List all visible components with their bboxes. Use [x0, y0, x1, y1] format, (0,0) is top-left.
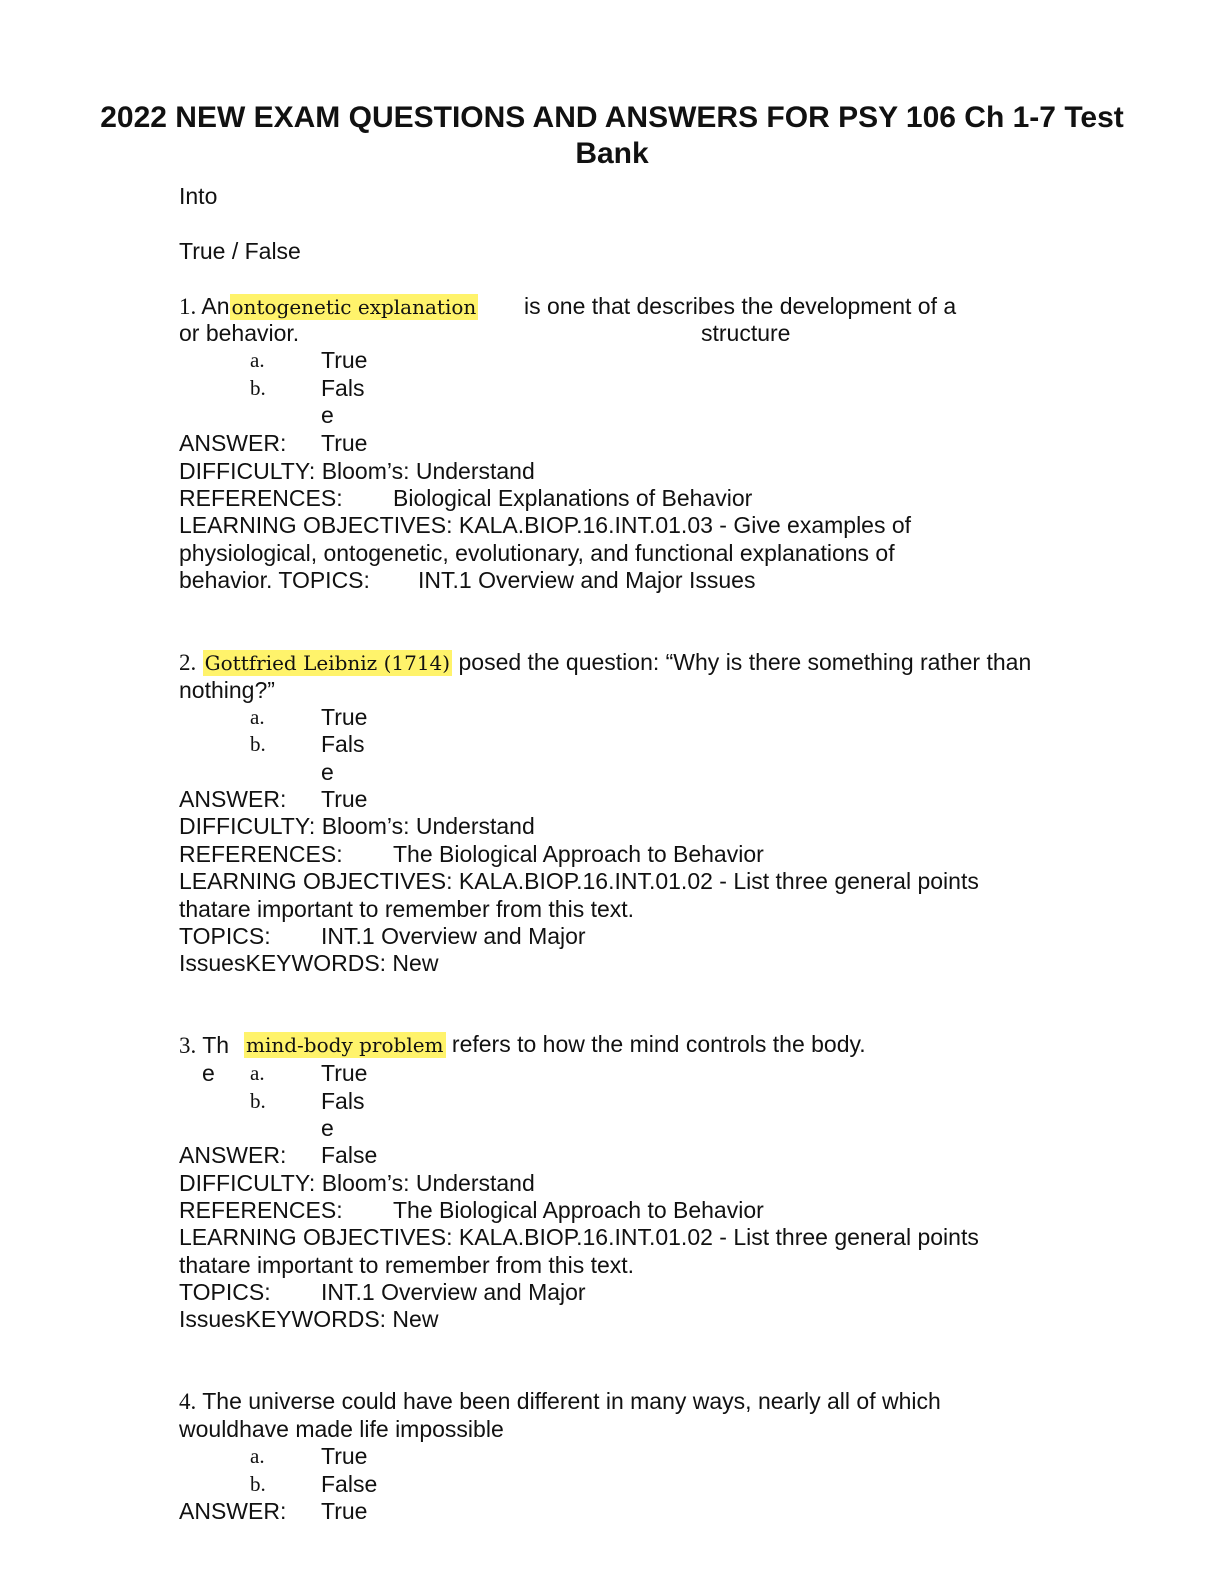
q2-option-a-letter: a.	[250, 705, 265, 729]
q4-answer-label: ANSWER:	[179, 1498, 287, 1524]
q1-option-b-letter: b.	[250, 376, 266, 400]
q3-stem-start: 3. Th	[179, 1032, 230, 1058]
q4-answer: True	[321, 1498, 368, 1524]
q3-pre: Th	[202, 1032, 230, 1058]
intro-text: Into	[179, 183, 218, 209]
q1-answer-label: ANSWER:	[179, 430, 287, 456]
section-heading: True / False	[179, 238, 301, 264]
q2-highlight: Gottfried Leibniz (1714)	[202, 650, 453, 676]
q3-stem-rest: mind-body problem refers to how the mind…	[244, 1031, 866, 1058]
q2-topics: INT.1 Overview and Major	[321, 923, 586, 949]
q1-highlight: ontogenetic explanation	[229, 294, 479, 320]
q4-number: 4.	[179, 1389, 197, 1414]
q2-difficulty: DIFFICULTY: Bloom’s: Understand	[179, 813, 535, 839]
q2-objectives-2: thatare important to remember from this …	[179, 896, 635, 922]
q1-option-b[interactable]: Fals	[321, 375, 365, 401]
q2-keywords: IssuesKEYWORDS: New	[179, 950, 439, 976]
q4-option-a-letter: a.	[250, 1444, 265, 1468]
q1-references: Biological Explanations of Behavior	[393, 485, 753, 511]
q1-difficulty: DIFFICULTY: Bloom’s: Understand	[179, 458, 535, 484]
q1-objectives-3: behavior. TOPICS:	[179, 567, 370, 593]
q3-pre-wrap: e	[202, 1060, 215, 1086]
q3-answer: False	[321, 1142, 378, 1168]
q4-option-b[interactable]: False	[321, 1471, 378, 1497]
q3-option-b-wrap: e	[321, 1115, 334, 1141]
q1-floating-word: structure	[701, 320, 791, 346]
q2-option-a[interactable]: True	[321, 704, 368, 730]
q2-answer: True	[321, 786, 368, 812]
q3-topics-label: TOPICS:	[179, 1279, 271, 1305]
q1-option-a-letter: a.	[250, 348, 265, 372]
q2-answer-label: ANSWER:	[179, 786, 287, 812]
q3-post: refers to how the mind controls the body…	[451, 1031, 866, 1057]
q2-references: The Biological Approach to Behavior	[393, 841, 764, 867]
q1-cont: or behavior.	[179, 320, 300, 346]
q3-keywords: IssuesKEYWORDS: New	[179, 1306, 439, 1332]
q3-option-a-letter: a.	[250, 1061, 265, 1085]
q3-objectives-2: thatare important to remember from this …	[179, 1252, 635, 1278]
q3-highlight: mind-body problem	[244, 1032, 446, 1058]
q2-stem: 2. Gottfried Leibniz (1714) posed the qu…	[179, 649, 1032, 676]
q4-option-a[interactable]: True	[321, 1443, 368, 1469]
q2-option-b-wrap: e	[321, 759, 334, 785]
q1-topics: INT.1 Overview and Major Issues	[418, 567, 756, 593]
q3-number: 3.	[179, 1033, 197, 1058]
q4-cont: wouldhave made life impossible	[179, 1416, 504, 1442]
q4-stem: 4. The universe could have been differen…	[179, 1388, 941, 1414]
q3-objectives-1: LEARNING OBJECTIVES: KALA.BIOP.16.INT.01…	[179, 1224, 979, 1250]
page-title: 2022 NEW EXAM QUESTIONS AND ANSWERS FOR …	[0, 100, 1224, 172]
q1-option-a[interactable]: True	[321, 347, 368, 373]
q1-pre: An	[201, 293, 230, 319]
q2-objectives-1: LEARNING OBJECTIVES: KALA.BIOP.16.INT.01…	[179, 868, 979, 894]
q1-option-b-wrap: e	[321, 402, 334, 428]
q1-answer: True	[321, 430, 368, 456]
q3-topics: INT.1 Overview and Major	[321, 1279, 586, 1305]
q1-number: 1.	[179, 294, 197, 319]
q1-references-label: REFERENCES:	[179, 485, 343, 511]
title-line-2: Bank	[575, 137, 649, 170]
q3-references: The Biological Approach to Behavior	[393, 1197, 764, 1223]
q1-objectives-1: LEARNING OBJECTIVES: KALA.BIOP.16.INT.01…	[179, 512, 912, 538]
q4-option-b-letter: b.	[250, 1472, 266, 1496]
q2-references-label: REFERENCES:	[179, 841, 343, 867]
q2-post: posed the question: “Why is there someth…	[458, 649, 1032, 675]
q2-option-b-letter: b.	[250, 732, 266, 756]
title-line-1: 2022 NEW EXAM QUESTIONS AND ANSWERS FOR …	[100, 101, 1124, 134]
q3-difficulty: DIFFICULTY: Bloom’s: Understand	[179, 1170, 535, 1196]
q3-option-b[interactable]: Fals	[321, 1088, 365, 1114]
q2-number: 2.	[179, 650, 197, 675]
q1-objectives-2: physiological, ontogenetic, evolutionary…	[179, 540, 895, 566]
q4-text: The universe could have been different i…	[202, 1388, 941, 1414]
q3-option-b-letter: b.	[250, 1089, 266, 1113]
q2-cont: nothing?”	[179, 677, 275, 703]
q3-answer-label: ANSWER:	[179, 1142, 287, 1168]
q1-post: is one that describes the development of…	[524, 293, 957, 319]
q3-references-label: REFERENCES:	[179, 1197, 343, 1223]
q2-option-b[interactable]: Fals	[321, 731, 365, 757]
q3-option-a[interactable]: True	[321, 1060, 368, 1086]
q2-topics-label: TOPICS:	[179, 923, 271, 949]
